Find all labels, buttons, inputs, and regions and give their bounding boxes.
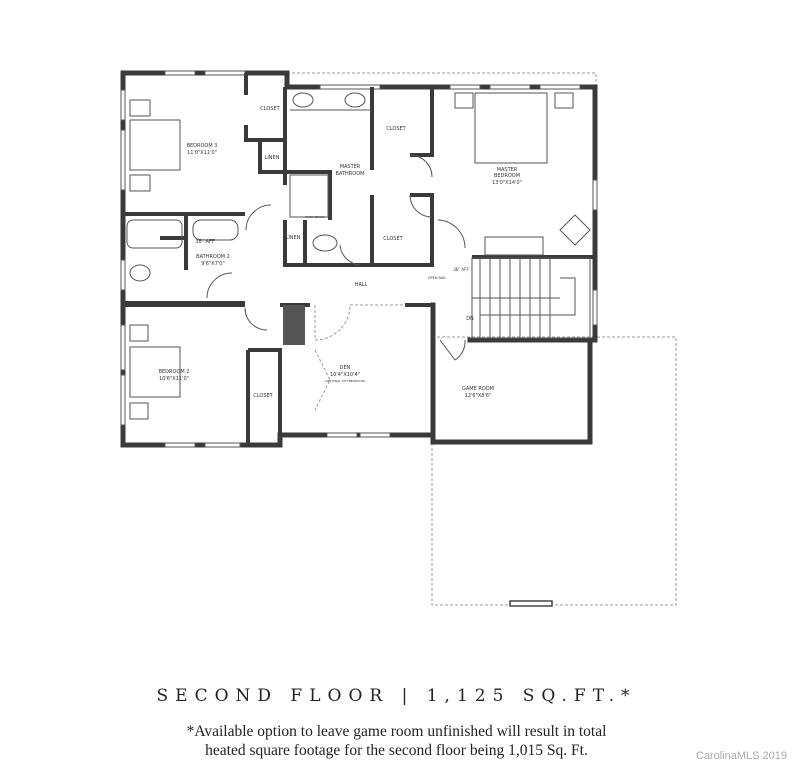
label-linen: LINEN bbox=[265, 155, 280, 161]
label-closet: CLOSET bbox=[253, 393, 273, 399]
label-game-room: GAME ROOM bbox=[462, 386, 494, 392]
roof-outline bbox=[287, 72, 597, 87]
label-aff: 36" AFF bbox=[195, 239, 215, 245]
label-bedroom2-size: 10'6"X11'0" bbox=[159, 376, 189, 382]
door-swings bbox=[206, 154, 466, 361]
exterior-wall bbox=[120, 70, 598, 343]
label-hall: HALL bbox=[355, 282, 368, 288]
label-bathroom2-size: 9'6"X7'0" bbox=[201, 261, 225, 267]
label-den-size: 10'4"X10'4" bbox=[330, 372, 360, 378]
label-linen: LINEN bbox=[286, 235, 301, 241]
label-bedroom3-size: 11'0"X11'0" bbox=[187, 150, 217, 156]
windows bbox=[120, 70, 598, 448]
label-game-room-size: 12'6"X8'6" bbox=[465, 393, 492, 399]
unfinished-area-outline bbox=[431, 336, 677, 606]
label-bathroom2: BATHROOM 2 bbox=[196, 254, 230, 260]
label-den: DEN bbox=[340, 365, 351, 371]
window bbox=[509, 600, 553, 607]
label-master-bedroom-2: BEDROOM bbox=[494, 173, 520, 179]
label-master-bath-2: BATHROOM bbox=[336, 171, 365, 177]
room-labels: BEDROOM 3 11'0"X11'0" CLOSET LINEN MASTE… bbox=[159, 106, 522, 399]
watermark: CarolinaMLS 2019 bbox=[695, 750, 787, 762]
footnote-line-2: heated square footage for the second flo… bbox=[205, 742, 588, 759]
label-master-bedroom-size: 13'0"X14'0" bbox=[492, 180, 522, 186]
label-bench: TILED BENCH bbox=[304, 215, 325, 219]
label-den-note: (OPTIONAL 4TH BEDROOM) bbox=[324, 379, 365, 383]
chimney bbox=[283, 305, 305, 345]
game-room-wall bbox=[430, 337, 593, 445]
label-master-bedroom: MASTER bbox=[497, 167, 518, 173]
stairs bbox=[471, 257, 591, 339]
floor-title: SECOND FLOOR | 1,125 SQ.FT.* bbox=[156, 686, 637, 706]
label-open-rail: OPEN RAIL bbox=[428, 276, 447, 280]
fixtures bbox=[126, 92, 591, 420]
footnote-line-1: *Available option to leave game room unf… bbox=[186, 723, 607, 740]
label-aff: 36" AFF bbox=[453, 267, 469, 272]
label-master-bath: MASTER bbox=[340, 164, 361, 170]
label-bedroom2: BEDROOM 2 bbox=[159, 369, 190, 375]
label-closet: CLOSET bbox=[260, 106, 280, 112]
den-door-swings bbox=[314, 304, 405, 411]
interior-walls bbox=[123, 73, 595, 445]
floor-plan: BEDROOM 3 11'0"X11'0" CLOSET LINEN MASTE… bbox=[120, 70, 677, 607]
label-bedroom3: BEDROOM 3 bbox=[187, 143, 218, 149]
footnote: *Available option to leave game room unf… bbox=[0, 722, 793, 760]
label-closet: CLOSET bbox=[383, 236, 403, 242]
label-dn: DN bbox=[466, 316, 474, 322]
label-closet: CLOSET bbox=[386, 126, 406, 132]
